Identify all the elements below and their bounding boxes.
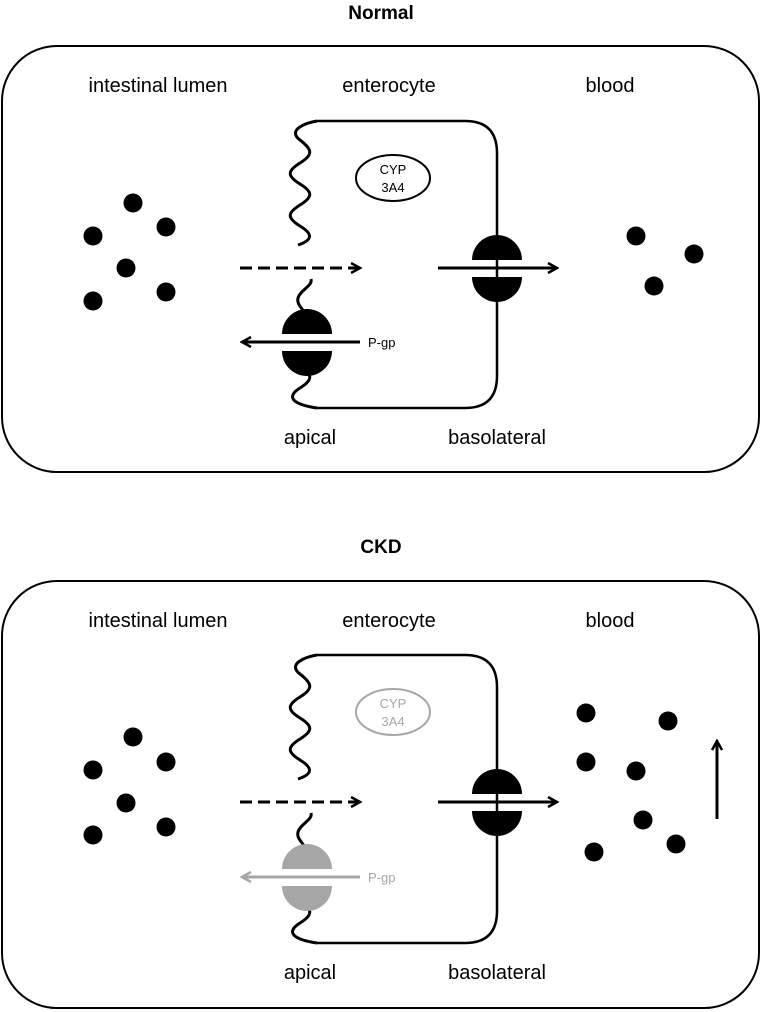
apical-microvilli-upper	[288, 119, 318, 247]
region-label-blood: blood	[586, 610, 635, 632]
drug-molecule	[83, 825, 103, 845]
region-label-enterocyte: enterocyte	[342, 610, 435, 632]
panel-title: CKD	[360, 537, 401, 558]
drug-molecule	[626, 226, 646, 246]
drug-molecule	[626, 761, 646, 781]
panel-frame	[1, 580, 760, 1009]
pgp-efflux-transporter: P-gp	[242, 309, 395, 376]
pgp-efflux-transporter-reduced: P-gp	[242, 844, 395, 911]
drug-molecule	[576, 752, 596, 772]
panel-normal: Normal intestinal lumen enterocyte blood…	[1, 3, 760, 473]
cyp3a4-enzyme: CYP 3A4	[355, 154, 431, 202]
panel-title: Normal	[348, 3, 413, 24]
enzyme-label-line1: CYP	[380, 162, 407, 177]
drug-molecule	[633, 810, 653, 830]
drug-molecule	[684, 244, 704, 264]
drug-molecule	[83, 291, 103, 311]
drug-molecule	[156, 217, 176, 237]
basolateral-transporter	[438, 769, 557, 836]
drug-molecule	[123, 727, 143, 747]
panel-frame	[1, 45, 760, 473]
membrane-label-basolateral: basolateral	[448, 427, 546, 449]
cyp3a4-enzyme-reduced: CYP 3A4	[355, 688, 431, 736]
panel-ckd: CKD intestinal lumen enterocyte blood CY…	[1, 537, 760, 1009]
drug-molecule	[123, 193, 143, 213]
membrane-label-apical: apical	[284, 962, 336, 984]
blood-drug-molecules	[626, 226, 704, 296]
drug-molecule	[658, 711, 678, 731]
drug-molecule	[116, 258, 136, 278]
cell-membrane-basolateral	[317, 119, 499, 410]
blood-drug-molecules	[576, 703, 686, 862]
basolateral-transporter	[438, 235, 557, 302]
drug-molecule	[156, 282, 176, 302]
drug-molecule	[156, 752, 176, 772]
membrane-label-basolateral: basolateral	[448, 962, 546, 984]
enzyme-label-line2: 3A4	[381, 714, 404, 729]
drug-molecule	[576, 703, 596, 723]
pgp-label: P-gp	[368, 335, 395, 350]
drug-molecule	[83, 760, 103, 780]
region-label-enterocyte: enterocyte	[342, 75, 435, 97]
region-label-blood: blood	[586, 75, 635, 97]
drug-molecule	[83, 226, 103, 246]
drug-molecule	[584, 842, 604, 862]
membrane-label-apical: apical	[284, 427, 336, 449]
region-label-lumen: intestinal lumen	[89, 610, 228, 632]
lumen-drug-molecules	[83, 193, 176, 311]
drug-molecule	[116, 793, 136, 813]
enzyme-label-line1: CYP	[380, 696, 407, 711]
drug-molecule	[644, 276, 664, 296]
apical-microvilli-upper	[288, 653, 318, 781]
region-label-lumen: intestinal lumen	[89, 75, 228, 97]
enzyme-label-line2: 3A4	[381, 180, 404, 195]
drug-molecule	[666, 834, 686, 854]
cell-membrane-basolateral	[317, 653, 499, 945]
pgp-label: P-gp	[368, 870, 395, 885]
drug-molecule	[156, 817, 176, 837]
lumen-drug-molecules	[83, 727, 176, 845]
